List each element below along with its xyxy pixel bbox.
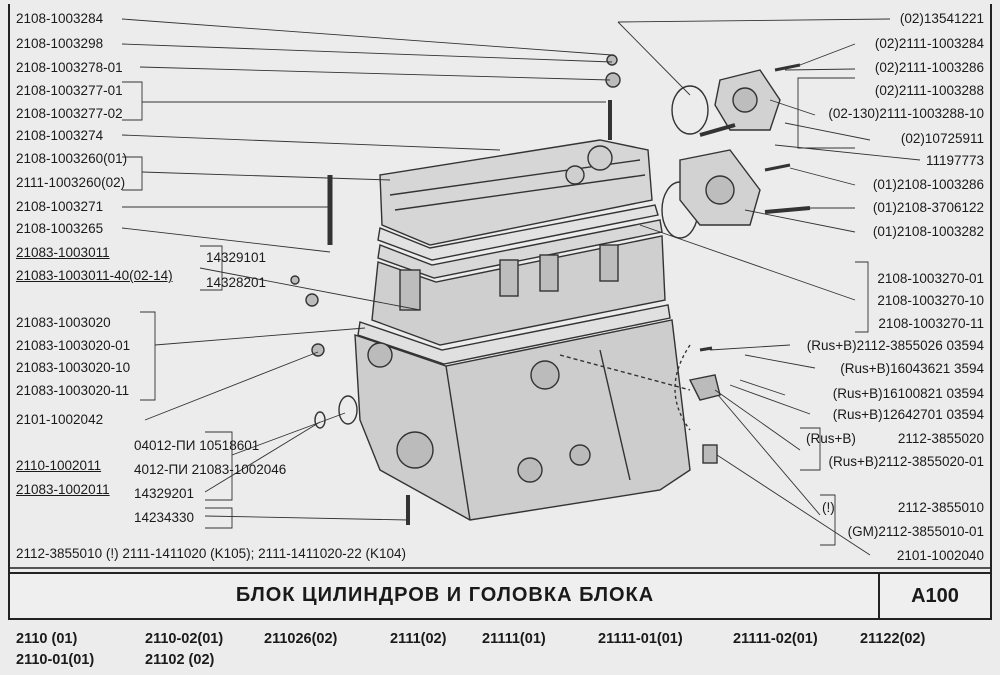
part-label: 2112-3855020 — [897, 431, 984, 446]
part-label: 21083-1003011 — [16, 245, 110, 260]
model-item: 21111-02(01) — [733, 631, 818, 647]
part-label: 21083-1003011-40(02-14) — [16, 268, 173, 283]
part-label: 2108-1003284 — [16, 11, 104, 26]
model-item: 2110-02(01) — [145, 631, 224, 647]
part-label: 04012-ПИ 10518601 — [134, 438, 260, 453]
part-label: 21083-1003020-11 — [16, 383, 130, 398]
part-label: (Rus+B)12642701 03594 — [832, 407, 984, 422]
part-label: (Rus+B)2112-3855026 03594 — [806, 338, 984, 353]
part-label: 2108-1003265 — [16, 221, 104, 236]
part-label: (Rus+B)16100821 03594 — [832, 386, 984, 401]
part-label: 14328201 — [206, 275, 267, 290]
catalog-code: А100 — [878, 574, 990, 618]
model-item: 2110 (01) — [16, 631, 78, 647]
part-label: 21083-1003020-10 — [16, 360, 131, 375]
part-label: 14329201 — [134, 486, 195, 501]
model-item: 211026(02) — [264, 631, 338, 647]
head-gasket — [377, 204, 659, 261]
part-label: 2108-1003277-02 — [16, 106, 123, 121]
model-item: 21111-01(01) — [598, 631, 683, 647]
part-label: (02)13541221 — [899, 11, 984, 26]
diagram-frame — [8, 4, 992, 572]
part-label: (01)2108-3706122 — [872, 200, 984, 215]
part-label: 2112-3855010 — [897, 500, 984, 515]
model-item: 2111(02) — [390, 631, 447, 647]
part-label: (GM)2112-3855010-01 — [847, 524, 984, 539]
model-item: 21102 (02) — [145, 652, 215, 668]
part-label: 21083-1003020-01 — [16, 338, 131, 353]
part-label: 2108-1003277-01 — [16, 83, 123, 98]
part-label: (Rus+B) — [806, 431, 856, 446]
part-label: 21083-1003020 — [16, 315, 111, 330]
part-label: 14234330 — [134, 510, 195, 525]
part-label: (!) — [822, 500, 835, 515]
part-label: (02)2111-1003288 — [874, 83, 984, 98]
part-label: 2111-1003260(02) — [16, 175, 126, 190]
part-label: (Rus+B)16043621 3594 — [840, 361, 984, 376]
part-label: (02)2111-1003286 — [874, 60, 984, 75]
title-bar: БЛОК ЦИЛИНДРОВ И ГОЛОВКА БЛОКА А100 — [8, 572, 992, 620]
part-label: (01)2108-1003286 — [872, 177, 984, 192]
part-label: 11197773 — [925, 153, 984, 168]
part-label: 4012-ПИ 21083-1002046 — [134, 462, 287, 477]
part-label: (02-130)2111-1003288-10 — [828, 106, 984, 121]
part-label: 2101-1002040 — [896, 548, 984, 563]
leader-lines — [121, 18, 921, 556]
part-label: (02)10725911 — [900, 131, 984, 146]
part-label: 2108-1003270-11 — [878, 316, 984, 331]
part-label: 2108-1003270-01 — [877, 271, 984, 286]
part-label: (Rus+B)2112-3855020-01 — [828, 454, 984, 469]
part-label: 2101-1002042 — [16, 412, 104, 427]
part-label: 2110-1002011 — [16, 458, 102, 473]
part-label: 2108-1003270-10 — [877, 293, 984, 308]
part-label: (01)2108-1003282 — [872, 224, 984, 239]
part-label: 2108-1003260(01) — [16, 151, 128, 166]
part-label: 14329101 — [206, 250, 267, 265]
part-label: 21083-1002011 — [16, 482, 110, 497]
model-item: 2110-01(01) — [16, 652, 95, 668]
model-item: 21122(02) — [860, 631, 926, 647]
cylinder-block — [354, 319, 691, 521]
part-label: 2108-1003298 — [16, 36, 104, 51]
part-label: 2108-1003278-01 — [16, 60, 123, 75]
model-item: 21111(01) — [482, 631, 546, 647]
part-label: 2108-1003271 — [16, 199, 104, 214]
page-title: БЛОК ЦИЛИНДРОВ И ГОЛОВКА БЛОКА — [235, 584, 655, 606]
label-brackets — [122, 77, 869, 546]
part-label: (02)2111-1003284 — [874, 36, 984, 51]
footnote: 2112-3855010 (!) 2111-1411020 (K105); 21… — [16, 546, 407, 561]
part-label: 2108-1003274 — [16, 128, 104, 143]
